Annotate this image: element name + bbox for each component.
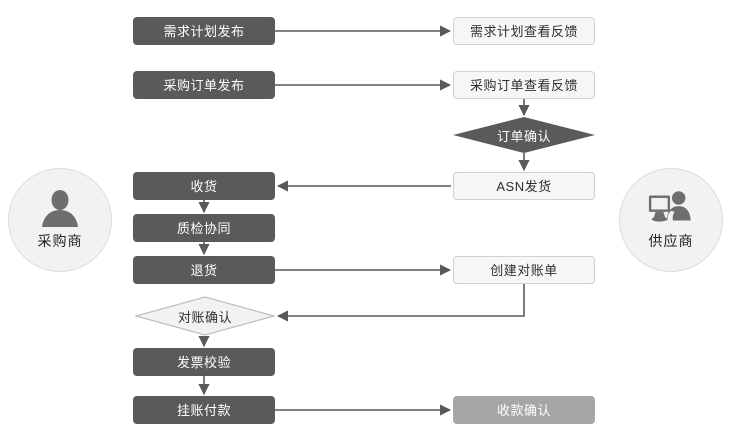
node-order-confirm[interactable]: 订单确认 <box>453 117 595 153</box>
node-demand-plan-publish[interactable]: 需求计划发布 <box>133 17 275 45</box>
actor-buyer[interactable]: 采购商 <box>8 168 112 272</box>
person-icon <box>36 189 84 229</box>
node-asn-shipment[interactable]: ASN发货 <box>453 172 595 200</box>
person-at-computer-icon <box>647 189 695 229</box>
node-receipt-confirm[interactable]: 收款确认 <box>453 396 595 424</box>
actor-supplier-label: 供应商 <box>648 233 694 249</box>
node-receive-goods[interactable]: 收货 <box>133 172 275 200</box>
diamond-shape <box>453 117 595 153</box>
node-create-statement[interactable]: 创建对账单 <box>453 256 595 284</box>
node-purchase-order-publish[interactable]: 采购订单发布 <box>133 71 275 99</box>
edge-create-statement-to-reconcile-confirm <box>276 284 525 322</box>
node-reconcile-confirm-label: 对账确认 <box>177 309 232 325</box>
node-quality-inspection[interactable]: 质检协同 <box>133 214 275 242</box>
node-demand-plan-view-feedback[interactable]: 需求计划查看反馈 <box>453 17 595 45</box>
diamond-shape <box>135 296 275 336</box>
node-purchase-order-view-feedback[interactable]: 采购订单查看反馈 <box>453 71 595 99</box>
node-payment-on-account[interactable]: 挂账付款 <box>133 396 275 424</box>
actor-supplier[interactable]: 供应商 <box>619 168 723 272</box>
node-order-confirm-label: 订单确认 <box>496 128 551 144</box>
actor-buyer-label: 采购商 <box>37 233 83 249</box>
node-return-goods[interactable]: 退货 <box>133 256 275 284</box>
node-reconcile-confirm[interactable]: 对账确认 <box>135 296 275 336</box>
node-invoice-verification[interactable]: 发票校验 <box>133 348 275 376</box>
